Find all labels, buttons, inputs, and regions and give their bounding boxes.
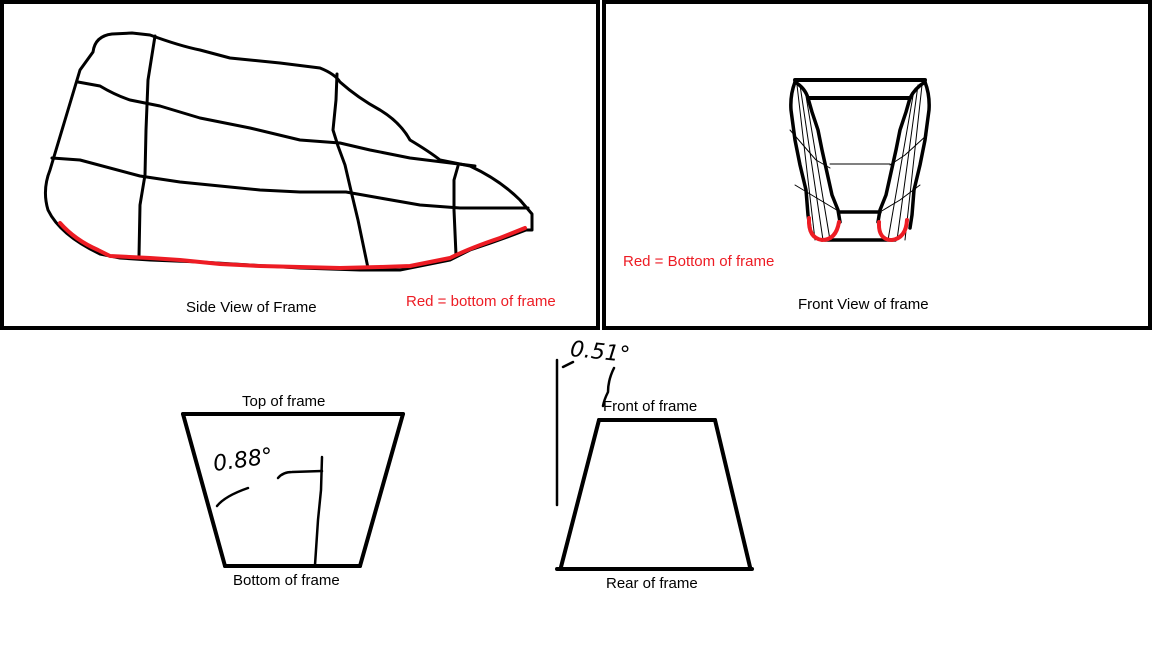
front-view-right-bottom-highlight bbox=[876, 218, 909, 243]
front-rear-angle-marker bbox=[555, 358, 616, 507]
top-bottom-trapezoid bbox=[181, 412, 405, 568]
top-of-frame-label: Top of frame bbox=[242, 393, 326, 410]
front-view-left-bottom-highlight bbox=[806, 216, 841, 243]
side-view-frame-sketch bbox=[43, 31, 534, 272]
side-view-legend: Red = bottom of frame bbox=[406, 293, 556, 310]
front-view-caption: Front View of frame bbox=[798, 296, 929, 313]
front-view-panel bbox=[602, 0, 1152, 330]
front-rear-trapezoid bbox=[555, 418, 754, 571]
side-view-bottom-highlight bbox=[58, 221, 527, 270]
front-of-frame-label: Front of frame bbox=[603, 398, 698, 415]
side-view-caption: Side View of Frame bbox=[186, 299, 317, 316]
top-bottom-angle-marker bbox=[215, 455, 324, 567]
bottom-of-frame-label: Bottom of frame bbox=[233, 572, 340, 589]
front-view-frame-sketch bbox=[789, 78, 931, 242]
front-view-legend: Red = Bottom of frame bbox=[623, 253, 775, 270]
rear-of-frame-label: Rear of frame bbox=[606, 575, 698, 592]
